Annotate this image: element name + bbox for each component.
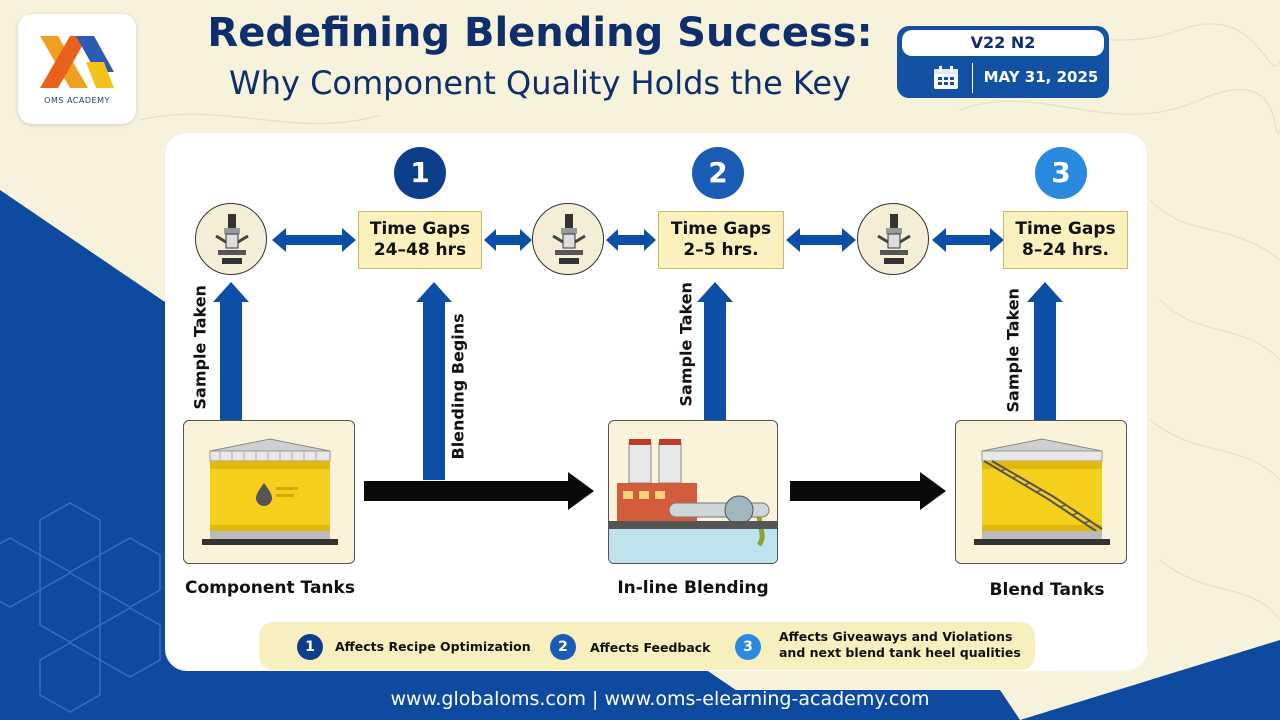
issue-volume: V22 N2 (902, 30, 1104, 56)
microscope-circle-3 (857, 203, 929, 275)
flow-arrow-1 (364, 472, 594, 510)
microscope-icon (552, 214, 586, 264)
page-subtitle: Why Component Quality Holds the Key (229, 64, 851, 102)
component-tank-icon (202, 438, 338, 545)
step-number-2: 2 (692, 147, 744, 199)
double-arrow-1 (272, 228, 356, 252)
legend-number-3: 3 (735, 634, 761, 660)
calendar-icon (934, 66, 958, 89)
label-sample-taken-3: Sample Taken (1003, 288, 1023, 413)
diagram-card (165, 133, 1147, 671)
time-gap-label: Time Gaps (670, 219, 772, 239)
stage-label-component: Component Tanks (185, 578, 355, 598)
up-arrow-sample-1 (213, 282, 249, 420)
legend-number-1: 1 (297, 634, 323, 660)
stage-label-blend: Blend Tanks (989, 580, 1105, 600)
issue-date: MAY 31, 2025 (983, 68, 1099, 86)
legend: 1 Affects Recipe Optimization 2 Affects … (259, 622, 1035, 670)
issue-separator (972, 63, 973, 93)
step-number-1: 1 (394, 147, 446, 199)
up-arrow-blending (416, 282, 452, 480)
legend-number-2: 2 (550, 634, 576, 660)
double-arrow-3 (606, 229, 656, 251)
up-arrow-sample-3 (1027, 282, 1063, 420)
time-gap-label: Time Gaps (369, 219, 471, 239)
stage-label-inline: In-line Blending (617, 578, 769, 598)
blend-tank-icon (974, 438, 1110, 545)
legend-text-1: Affects Recipe Optimization (335, 639, 531, 654)
label-sample-taken-2: Sample Taken (676, 282, 696, 407)
microscope-icon (215, 214, 249, 264)
up-arrow-sample-2 (697, 282, 733, 420)
microscope-circle-1 (195, 203, 267, 275)
microscope-circle-2 (532, 203, 604, 275)
issue-badge: V22 N2 MAY 31, 2025 (897, 26, 1109, 98)
flow-arrow-2 (790, 472, 946, 510)
logo-text: OMS ACADEMY (44, 96, 110, 105)
double-arrow-4 (786, 228, 856, 252)
time-gap-label: Time Gaps (1015, 219, 1116, 239)
microscope-icon (877, 214, 911, 264)
step-number-3: 3 (1035, 147, 1087, 199)
blending-plant-icon (609, 439, 777, 563)
label-blending-begins: Blending Begins (448, 313, 468, 460)
inline-blending-box (608, 420, 778, 564)
footer-links: www.globaloms.com | www.oms-elearning-ac… (390, 688, 930, 710)
legend-text-3-line2: and next blend tank heel qualities (779, 645, 1021, 660)
time-gap-box-2: Time Gaps 2–5 hrs. (658, 211, 784, 269)
page-title: Redefining Blending Success: (207, 10, 873, 56)
legend-text-3-line1: Affects Giveaways and Violations (779, 629, 1013, 644)
time-gap-box-1: Time Gaps 24–48 hrs (358, 211, 482, 269)
label-sample-taken-1: Sample Taken (190, 285, 210, 410)
logo-mark-icon (40, 36, 114, 88)
oms-academy-logo: OMS ACADEMY (18, 14, 136, 124)
legend-text-2: Affects Feedback (590, 640, 711, 655)
double-arrow-2 (484, 229, 532, 251)
legend-text-3: Affects Giveaways and Violations and nex… (779, 629, 1021, 661)
component-tank-box (183, 420, 355, 564)
time-gap-value: 2–5 hrs. (683, 240, 759, 260)
blend-tank-box (955, 420, 1127, 564)
time-gap-box-3: Time Gaps 8–24 hrs. (1003, 211, 1128, 269)
double-arrow-5 (932, 228, 1004, 252)
time-gap-value: 24–48 hrs (373, 240, 467, 260)
time-gap-value: 8–24 hrs. (1022, 240, 1109, 260)
